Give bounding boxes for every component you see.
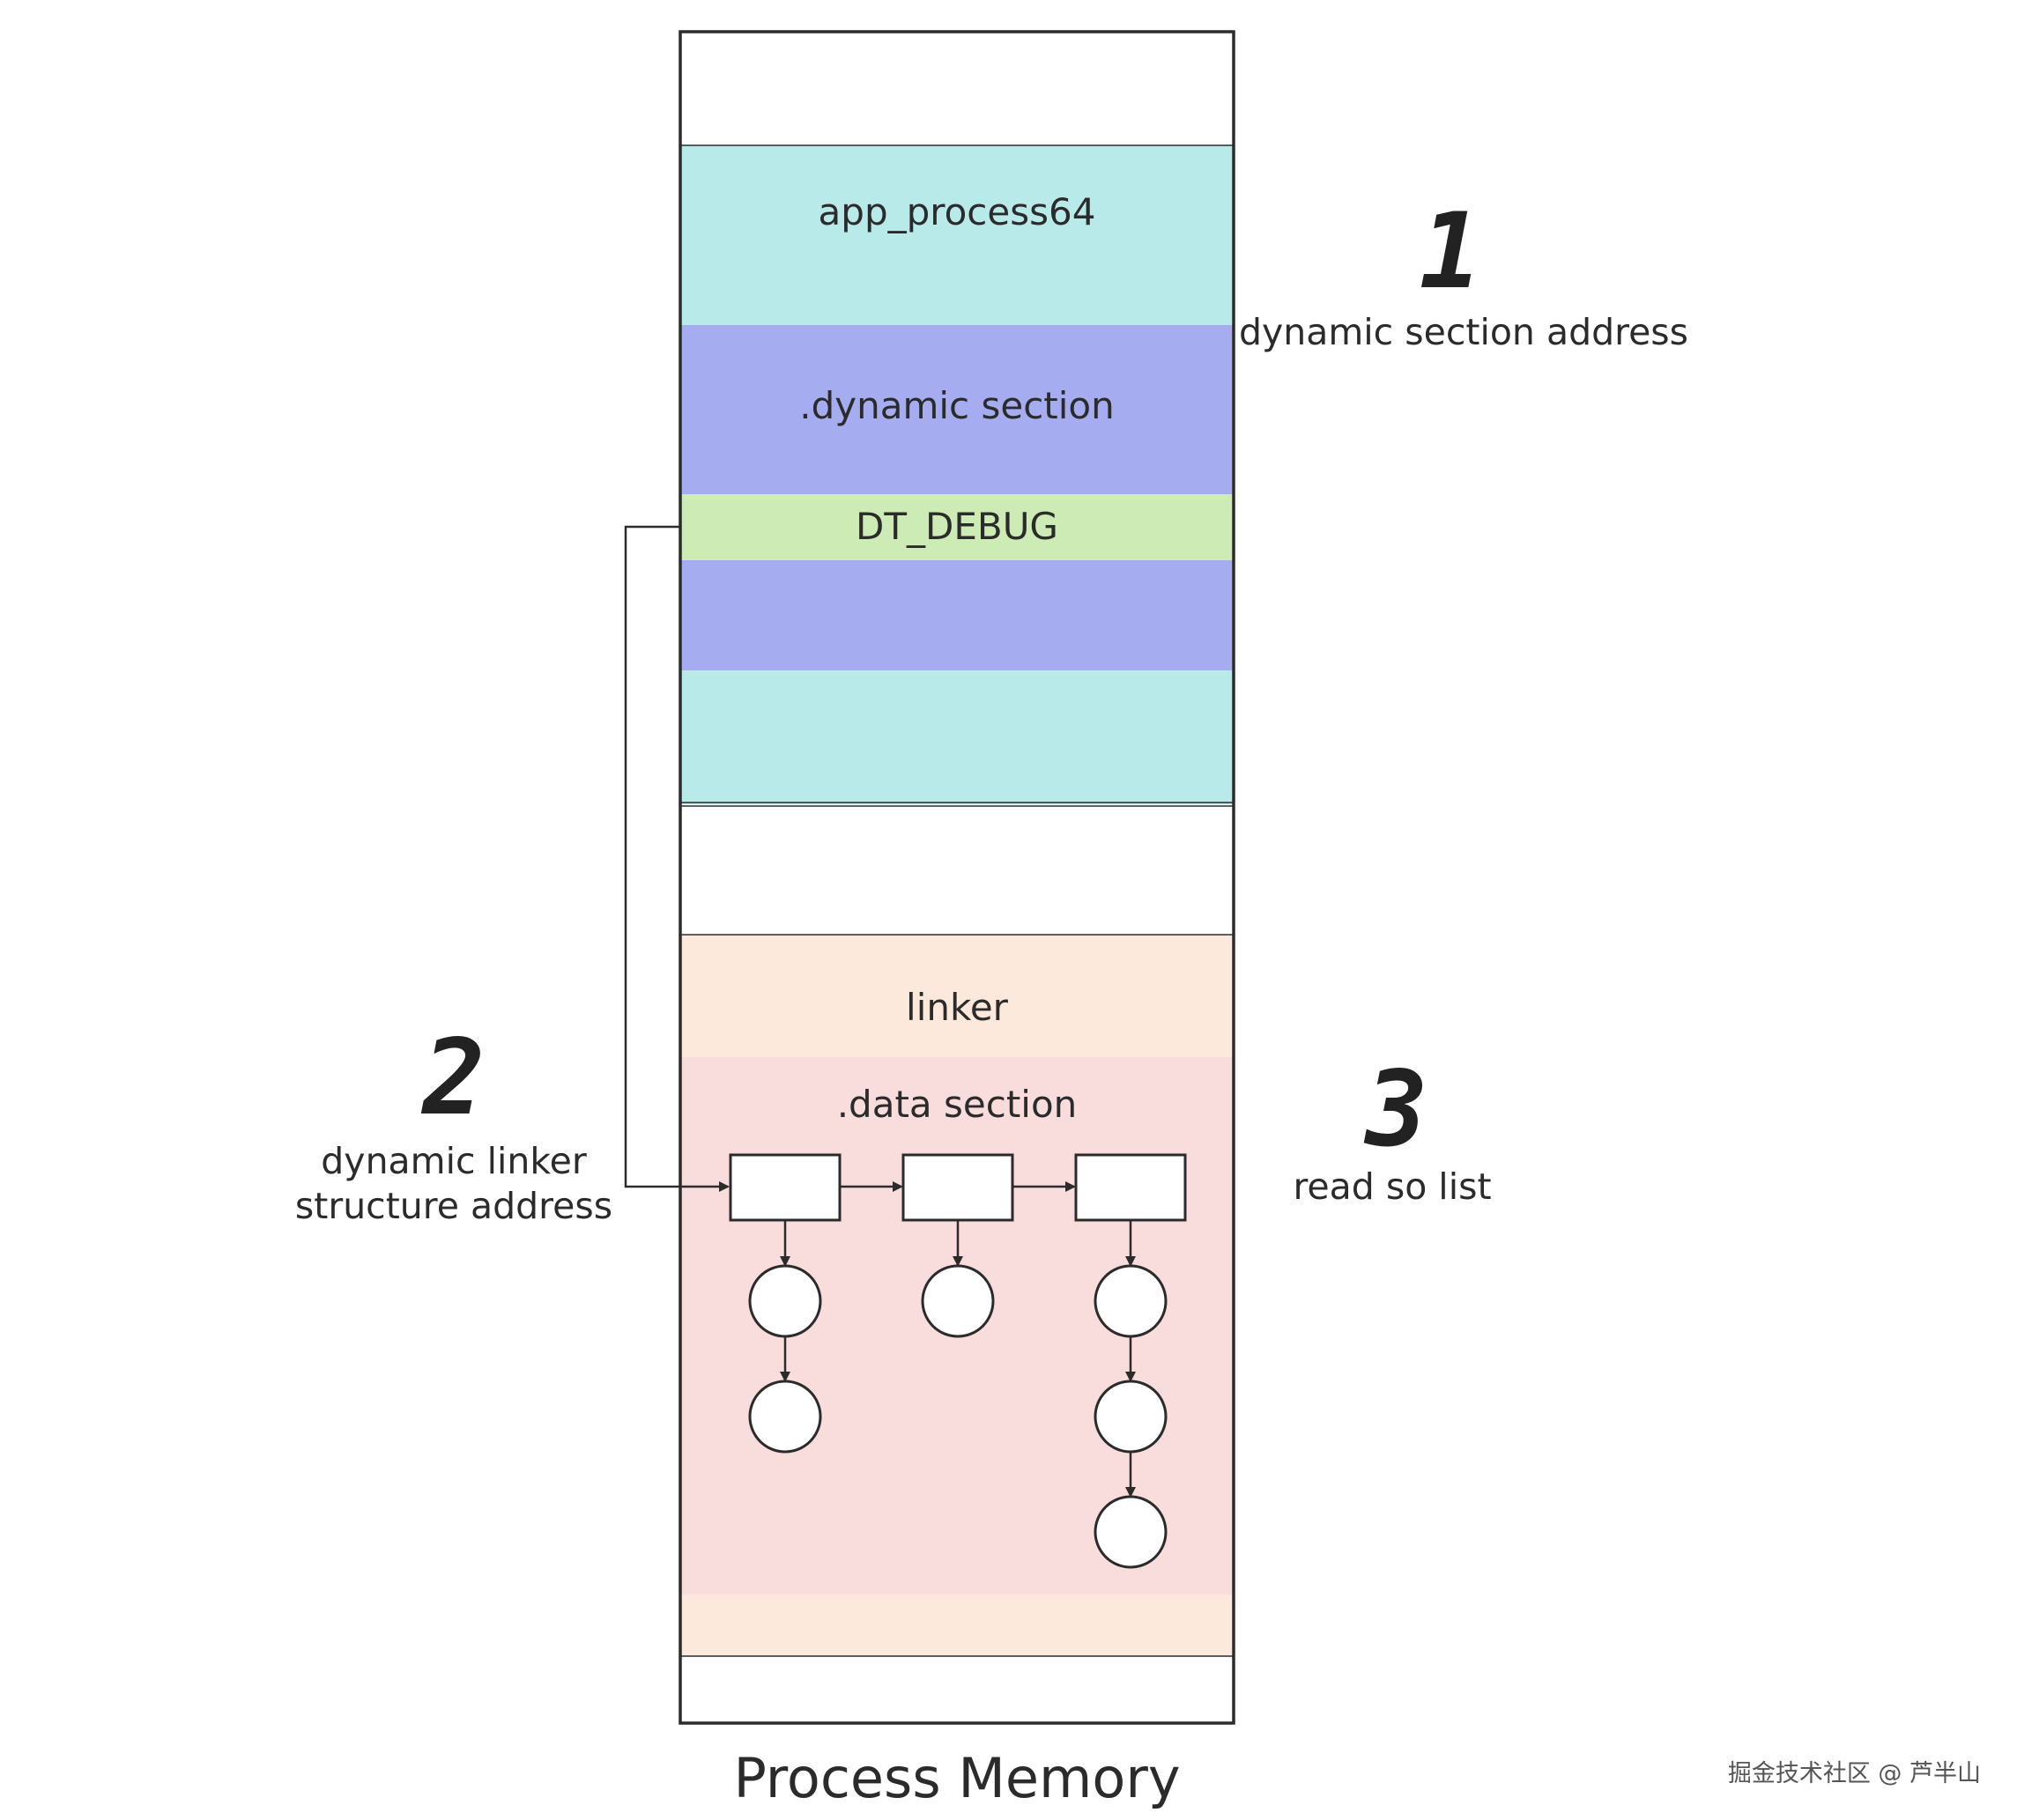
region-dt-debug (680, 494, 1234, 560)
region-dividers (680, 144, 1234, 1657)
step-3-number: 3 (1363, 1048, 1427, 1170)
memory-column-frame (679, 30, 1235, 1725)
diagram-title: Process Memory (733, 1746, 1180, 1810)
region-app-process-lower (680, 670, 1234, 804)
list-node-1 (729, 1153, 842, 1222)
watermark: 掘金技术社区 @ 芦半山 (1728, 1760, 1981, 1787)
linker-label: linker (906, 986, 1009, 1029)
region-app-process (680, 145, 1234, 325)
data-section-label: .data section (837, 1083, 1078, 1126)
step-2-label-line2: structure address (295, 1185, 612, 1227)
step-3-label: read so list (1293, 1165, 1491, 1208)
child-node (1094, 1495, 1168, 1569)
step-2-number: 2 (420, 1017, 485, 1138)
region-bottom-empty (680, 1656, 1234, 1723)
child-node (1094, 1264, 1168, 1338)
region-dynamic-section (680, 325, 1234, 494)
step-2-label-line1: dynamic linker (321, 1140, 587, 1182)
dynamic-section-label: .dynamic section (799, 384, 1115, 427)
child-node (748, 1264, 822, 1338)
region-dynamic-section-lower (680, 560, 1234, 670)
region-gap (680, 804, 1234, 935)
region-linker-lower (680, 1594, 1234, 1656)
child-node (1094, 1380, 1168, 1454)
step-1-label: dynamic section address (1239, 311, 1688, 353)
region-linker (680, 935, 1234, 1057)
dt-debug-connector (624, 525, 730, 1192)
child-node (921, 1264, 995, 1338)
step-1-number: 1 (1419, 190, 1481, 312)
region-top-empty (680, 32, 1234, 145)
list-node-2 (901, 1153, 1014, 1222)
child-node (748, 1380, 822, 1454)
dt-debug-label: DT_DEBUG (856, 505, 1058, 548)
list-node-3 (1074, 1153, 1187, 1222)
app-process-label: app_process64 (819, 190, 1096, 233)
